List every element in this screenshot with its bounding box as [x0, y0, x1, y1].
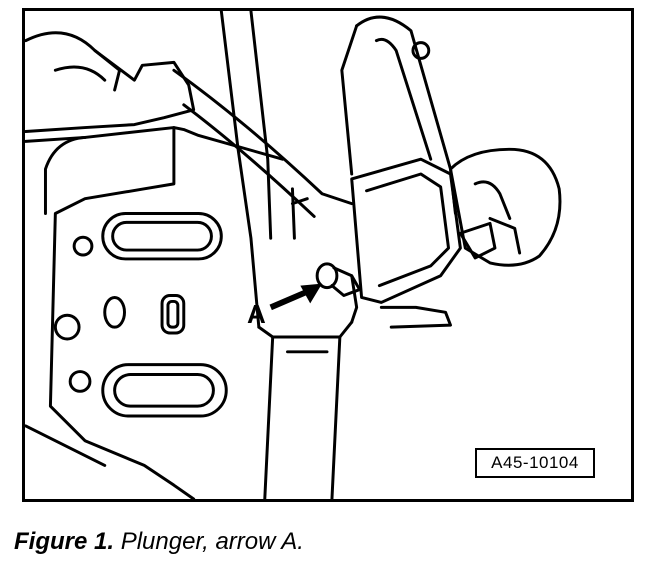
image-reference-id: A45-10104: [475, 448, 595, 478]
callout-label-a: A: [247, 299, 266, 329]
technical-illustration: [25, 11, 562, 499]
arrow-a-icon: [269, 283, 323, 311]
caption-label: Figure 1.: [14, 528, 115, 555]
figure-frame: A A45-10104: [22, 8, 634, 502]
figure-caption: Figure 1. Plunger, arrow A.: [14, 528, 304, 556]
caption-text: Plunger, arrow A.: [120, 528, 304, 555]
